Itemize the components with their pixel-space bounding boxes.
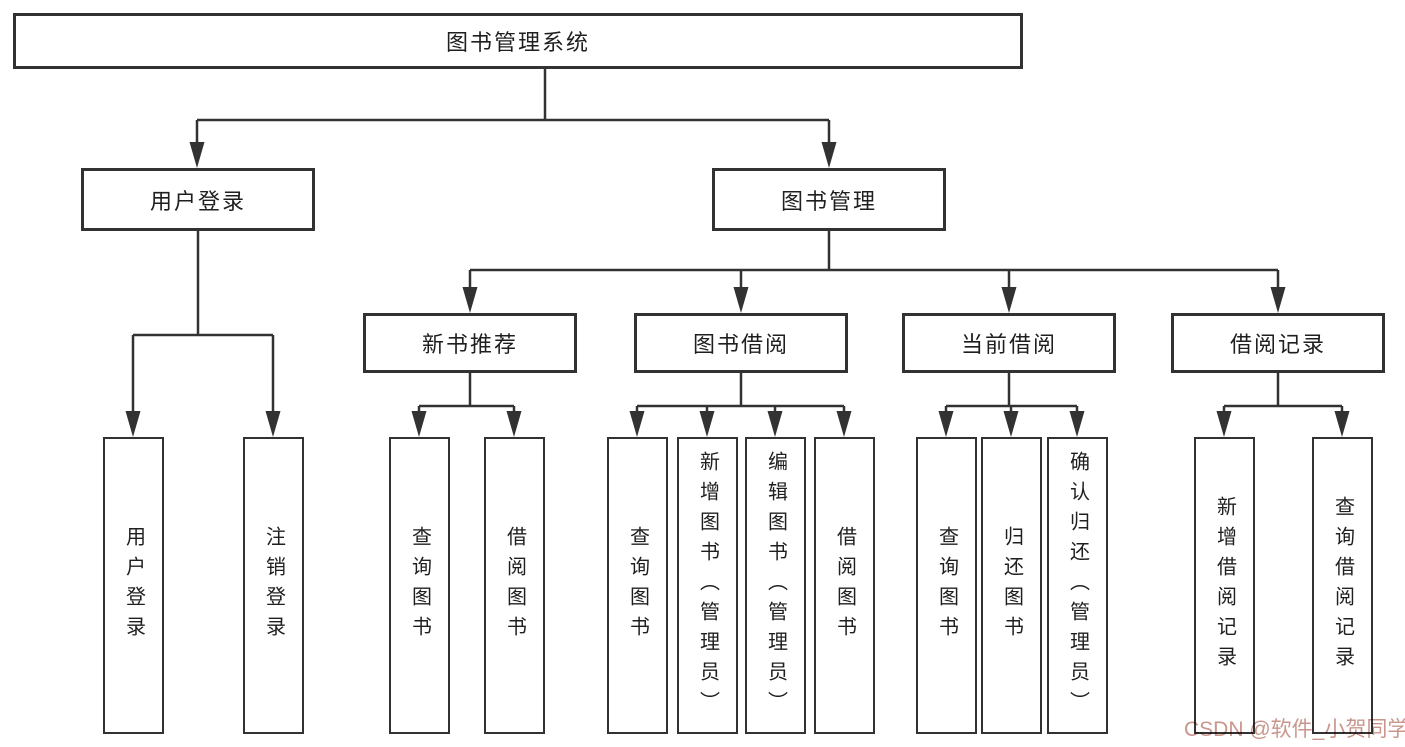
leaf-user-login: 用户登录 (103, 437, 164, 734)
node-label: 新增图书（管理员） (696, 450, 719, 721)
node-user-login: 用户登录 (81, 168, 315, 231)
node-label: 查询图书 (626, 525, 649, 646)
node-label: 借阅图书 (503, 525, 526, 646)
node-label: 图书借阅 (692, 332, 789, 357)
leaf-query-books-borrowing: 查询图书 (607, 437, 668, 734)
node-label: 查询图书 (408, 525, 431, 646)
node-book-management: 图书管理 (712, 168, 946, 231)
leaf-edit-books-admin: 编辑图书（管理员） (745, 437, 806, 734)
node-label: 图书管理 (780, 188, 877, 214)
node-label: 查询借阅记录 (1331, 495, 1354, 676)
leaf-query-borrow-record: 查询借阅记录 (1312, 437, 1373, 734)
node-label: 借阅记录 (1229, 332, 1326, 357)
leaf-add-borrow-record: 新增借阅记录 (1194, 437, 1255, 734)
node-label: 归还图书 (1000, 525, 1023, 646)
node-library-management-system: 图书管理系统 (13, 13, 1023, 69)
node-label: 图书管理系统 (445, 30, 590, 55)
node-label: 确认归还（管理员） (1066, 450, 1089, 721)
leaf-logout: 注销登录 (243, 437, 304, 734)
leaf-borrow-books-recommend: 借阅图书 (484, 437, 545, 734)
node-label: 编辑图书（管理员） (764, 450, 787, 721)
leaf-return-books: 归还图书 (981, 437, 1042, 734)
node-label: 新增借阅记录 (1213, 495, 1236, 676)
node-label: 借阅图书 (833, 525, 856, 646)
leaf-confirm-return-admin: 确认归还（管理员） (1047, 437, 1108, 734)
leaf-add-books-admin: 新增图书（管理员） (677, 437, 738, 734)
node-label: 当前借阅 (960, 332, 1057, 357)
node-label: 用户登录 (149, 188, 246, 214)
leaf-borrow-books-borrowing: 借阅图书 (814, 437, 875, 734)
csdn-watermark: CSDN @软件_小贺同学 (1184, 718, 1405, 741)
leaf-query-books-recommend: 查询图书 (389, 437, 450, 734)
node-label: 注销登录 (262, 525, 285, 646)
node-label: 用户登录 (122, 525, 145, 646)
node-new-book-recommendation: 新书推荐 (363, 313, 577, 373)
node-current-borrowing: 当前借阅 (902, 313, 1116, 373)
node-borrowing-records: 借阅记录 (1171, 313, 1385, 373)
node-label: 查询图书 (935, 525, 958, 646)
leaf-query-books-current: 查询图书 (916, 437, 977, 734)
node-book-borrowing: 图书借阅 (634, 313, 848, 373)
node-label: 新书推荐 (421, 332, 518, 357)
